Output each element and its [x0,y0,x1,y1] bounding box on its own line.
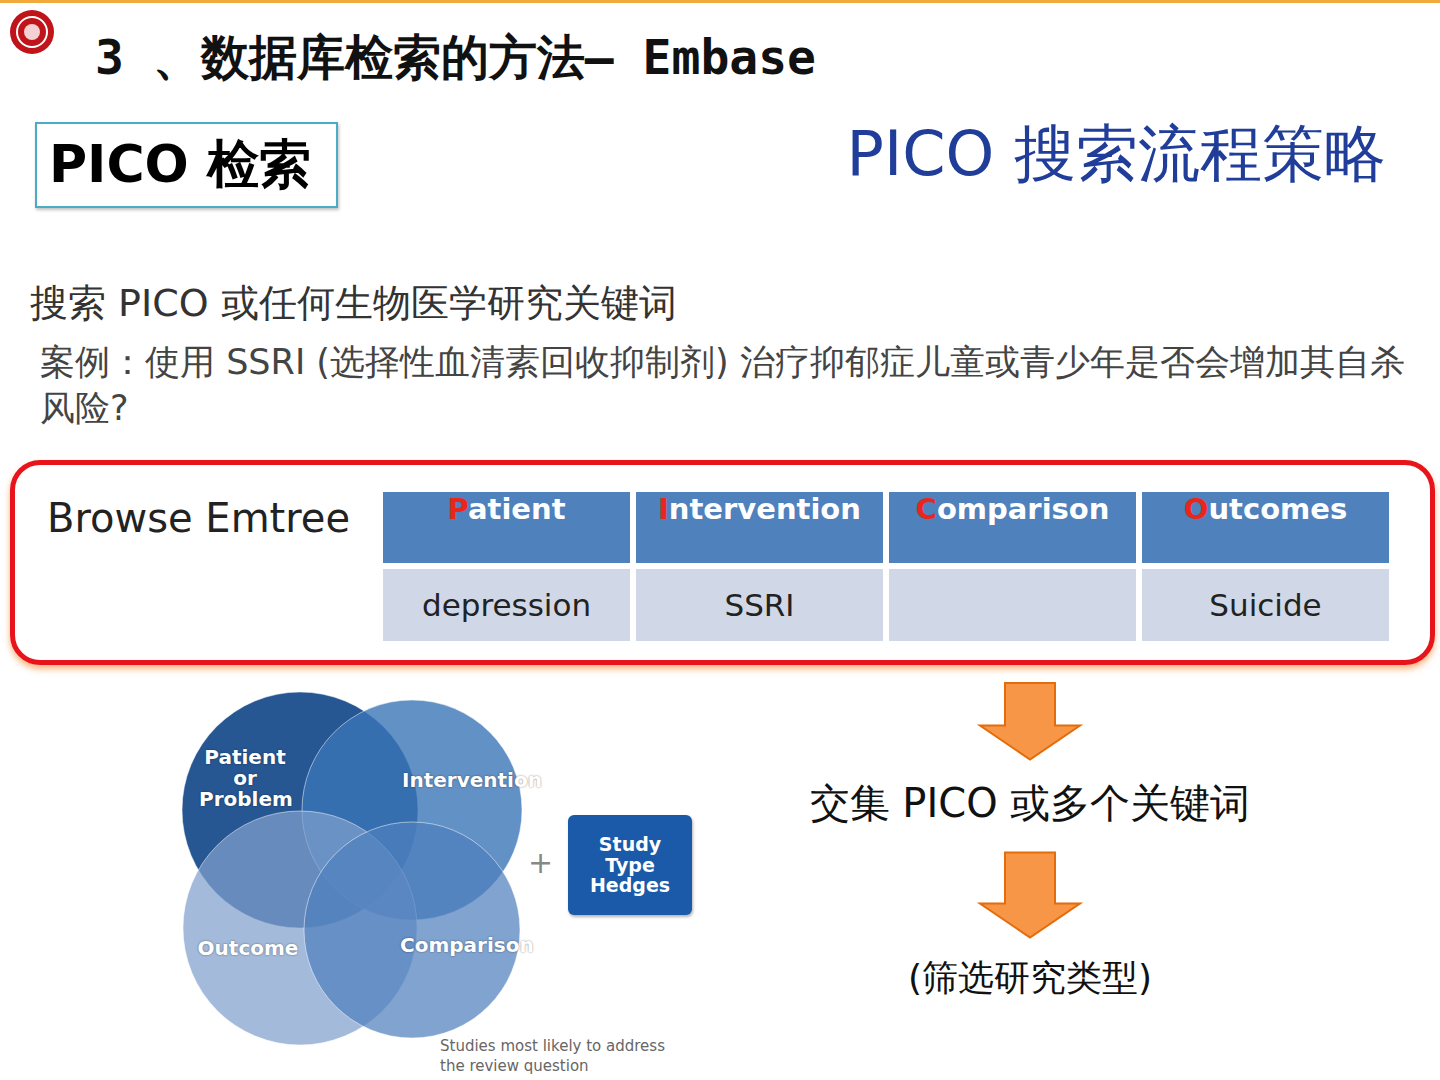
plus-sign: + [528,845,553,880]
circle-shape [304,822,520,1038]
table-cell: SSRI [636,569,883,641]
step-text: 交集 PICO 或多个关键词 [802,772,1259,835]
pico-table [383,492,1389,641]
node-text: Outcome [193,938,303,959]
slide-title: 3 、数据库检索的方法— Embase [95,26,816,90]
emtree-panel: Browse Emtree [10,460,1435,665]
data-cell [1142,569,1389,641]
venn-circle: Comparison [304,822,520,1038]
logo [10,10,54,54]
node-text: Comparison [400,935,530,956]
case-text: 案例：使用 SSRI (选择性血清素回收抑制剂) 治疗抑郁症儿童或青少年是否会增… [40,340,1410,431]
node-text: Patient or Problem [199,747,291,810]
header-cell [383,492,630,563]
node-text: 交集 PICO 或多个关键词 [810,776,1251,831]
header-cell [1142,492,1389,563]
circle-outline [304,822,520,1038]
data-cell [889,569,1136,641]
table-header: Intervention [636,492,883,563]
data-cell [636,569,883,641]
top-rule [0,0,1440,3]
keyword-box: PICO 检索 [35,122,338,208]
leader-note: Studies most likely to address the revie… [440,1037,690,1076]
table-header: Outcomes [1142,492,1389,563]
logo-core [24,24,40,40]
table-header: Patient [383,492,630,563]
table-cell: depression [383,569,630,641]
data-cell [383,569,630,641]
logo-ring [17,17,47,47]
node-text: Study Type Hedges [574,834,686,897]
node-text: PICO 检索 [49,130,324,200]
header-cell [889,492,1136,563]
node-text: Intervention [402,770,532,791]
block-arrow [980,683,1080,760]
hedges-box: Study Type Hedges [568,815,692,915]
slide-heading: PICO 搜索流程策略 [847,112,1386,196]
block-arrow [980,853,1080,938]
table-header: Comparison [889,492,1136,563]
section-heading: 搜索 PICO 或任何生物医学研究关键词 [30,278,677,329]
table-cell: Suicide [1142,569,1389,641]
node-text: (筛选研究类型) [908,954,1152,1003]
header-cell [636,492,883,563]
step-text: (筛选研究类型) [900,950,1160,1007]
